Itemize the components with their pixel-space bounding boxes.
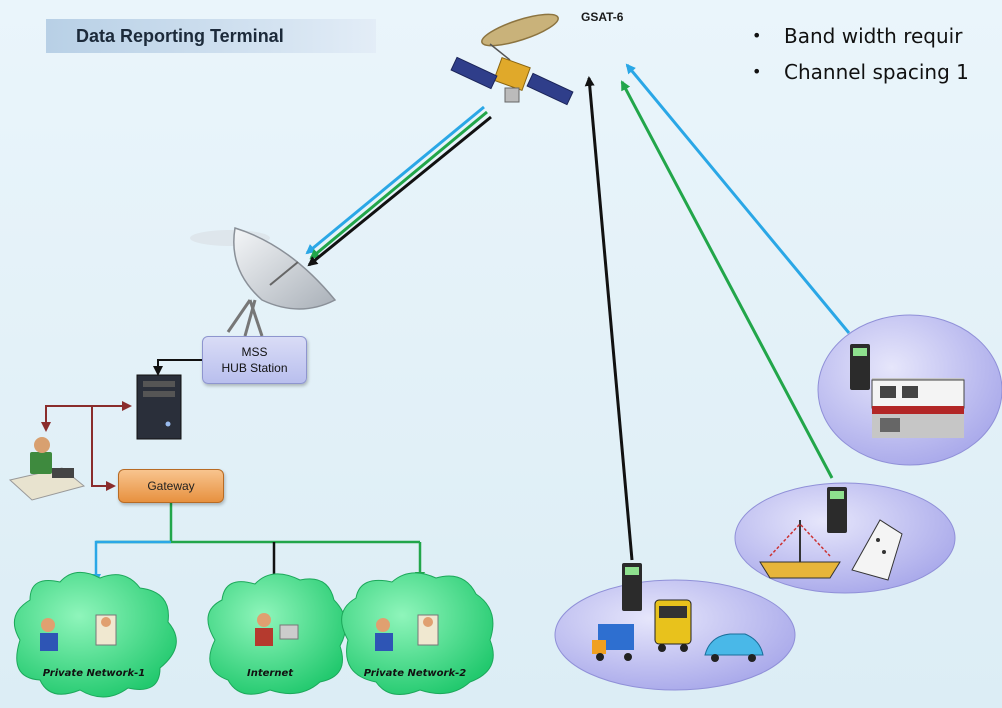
network1-link (91, 540, 171, 584)
downlink-blue-arrow (305, 105, 485, 255)
internet-cloud (207, 573, 347, 695)
uplink-train-arrow (625, 63, 851, 334)
bullet-list: •Band width requir •Channel spacing 1 (748, 18, 969, 90)
diagram-title: Data Reporting Terminal (46, 19, 376, 53)
network-label: Private Network-1 (42, 668, 146, 679)
operator-icon (8, 437, 86, 501)
car-icon (704, 633, 764, 662)
satellite-label: GSAT-6 (581, 10, 624, 24)
satellite-icon (450, 13, 574, 106)
truck-icon (592, 624, 634, 661)
bullet-text: Channel spacing 1 (784, 60, 969, 84)
server-tower-icon (136, 374, 182, 440)
train-icon (871, 378, 965, 438)
hub-label-line2: HUB Station (221, 361, 288, 375)
ships-group (734, 482, 956, 594)
dish-antenna-icon (190, 227, 337, 337)
hub-label-line1: MSS (241, 345, 268, 359)
bullet-text: Band width requir (784, 24, 963, 48)
operator-link (41, 405, 92, 432)
bullet-item: •Channel spacing 1 (752, 60, 969, 84)
sailboat-icon (759, 520, 841, 579)
network-label: Internet (246, 668, 293, 679)
gateway-link (91, 406, 116, 491)
train-group (817, 314, 1002, 466)
road-vehicles-group (554, 563, 796, 691)
cruise-ship-icon (851, 519, 903, 581)
server-hub-link (153, 359, 202, 376)
bus-icon (654, 599, 692, 652)
uplink-road-arrow (584, 76, 634, 561)
private-network-1-cloud (13, 571, 177, 698)
bullet-item: •Band width requir (752, 24, 963, 48)
downlink-green-arrow (309, 110, 488, 260)
gateway-box: Gateway (118, 469, 224, 503)
downlink-black-arrow (307, 115, 492, 267)
gateway-label: Gateway (147, 479, 195, 493)
private-network-2-cloud (341, 572, 494, 695)
network-label: Private Network-2 (363, 668, 467, 679)
mss-hub-station-box: MSS HUB Station (202, 336, 307, 384)
uplink-ship-arrow (620, 80, 834, 479)
